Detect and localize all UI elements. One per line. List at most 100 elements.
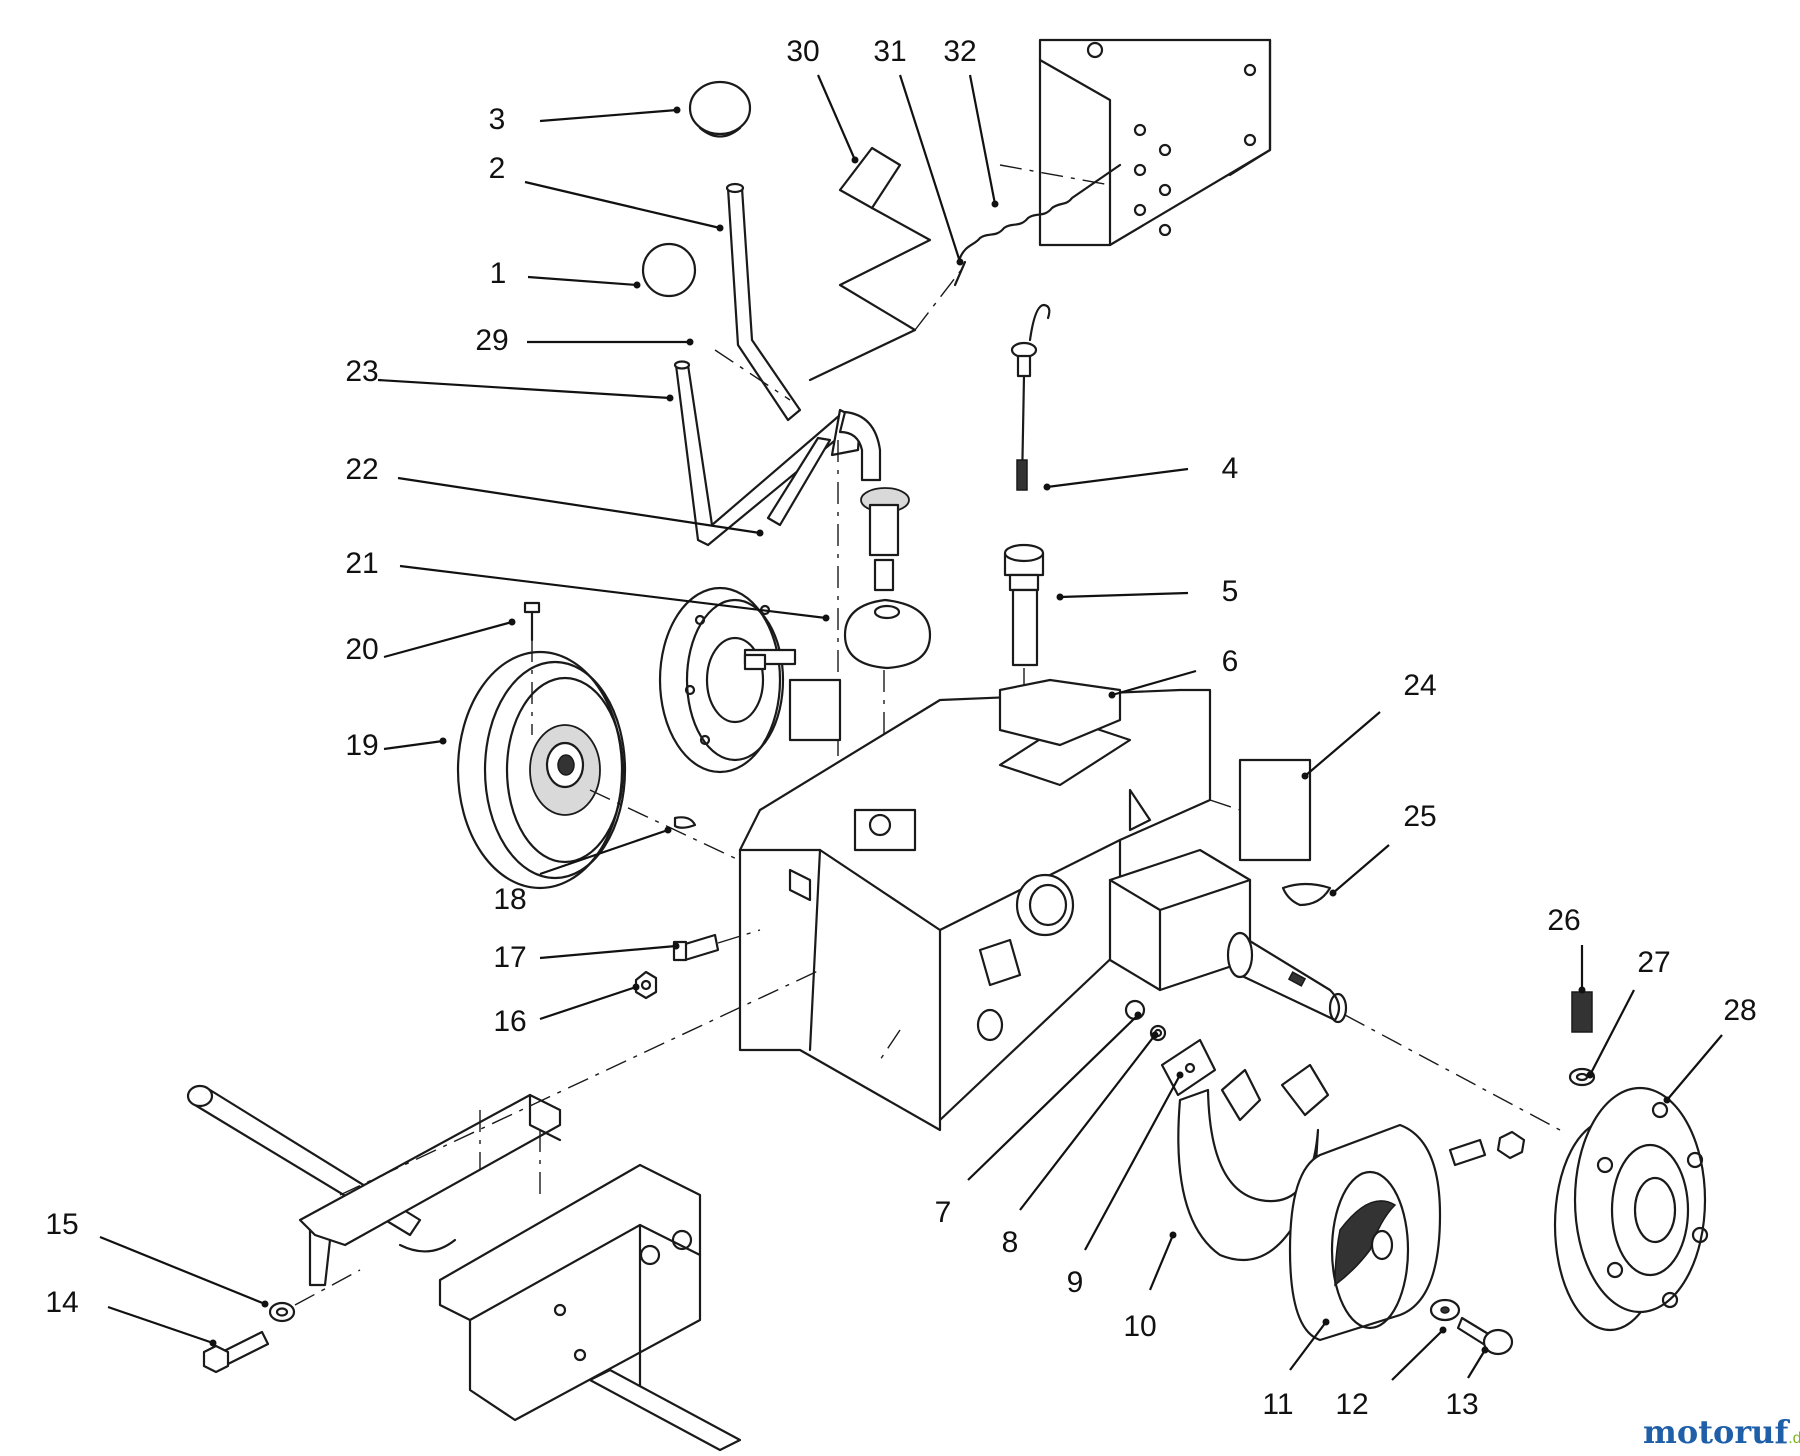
gasket: [1209, 758, 1312, 862]
watermark-brand: motoruf: [1643, 1413, 1790, 1451]
leader-dot-28: [1663, 1096, 1671, 1104]
callout-number-19: 19: [345, 729, 378, 762]
leader-dot-8: [1151, 1031, 1159, 1039]
bolt-13: [1456, 1316, 1514, 1356]
bolt-14: [202, 1330, 270, 1374]
leader-line-7: [967, 1014, 1139, 1181]
leader-dot-1: [633, 281, 641, 289]
leader-line-13: [1467, 1349, 1486, 1379]
leader-line-28: [1666, 1034, 1723, 1101]
watermark-logo: motoruf.de: [1643, 1413, 1800, 1451]
callout-number-13: 13: [1445, 1388, 1478, 1421]
callout-number-17: 17: [493, 941, 526, 974]
leader-dot-31: [956, 258, 964, 266]
leader-line-25: [1332, 844, 1390, 894]
leader-line-32: [968, 74, 997, 205]
shift-tube: [1003, 543, 1045, 700]
svg-text:motoruf.de: motoruf.de: [1643, 1413, 1800, 1451]
leader-line-23: [377, 378, 671, 400]
leader-line-8: [1019, 1034, 1156, 1211]
washer-12: [1429, 1298, 1461, 1322]
callout-number-11: 11: [1262, 1388, 1293, 1421]
leader-line-18: [539, 828, 669, 876]
leader-dot-9: [1176, 1071, 1184, 1079]
callout-number-28: 28: [1723, 994, 1756, 1027]
callout-number-24: 24: [1403, 669, 1436, 702]
callout-number-5: 5: [1222, 575, 1239, 608]
shift-bracket: [808, 146, 966, 382]
leader-dot-7: [1134, 1011, 1142, 1019]
woodruff-key: [1281, 882, 1332, 907]
shift-knob-top: [688, 80, 752, 138]
leader-dot-21: [822, 614, 830, 622]
output-shaft: [1226, 931, 1561, 1131]
leader-line-31: [898, 74, 962, 263]
brake-band: [1177, 1063, 1330, 1261]
leader-line-3: [539, 108, 678, 123]
axle-frame: [186, 969, 821, 1452]
leader-dot-32: [991, 200, 999, 208]
leader-line-10: [1148, 1234, 1175, 1291]
ball-knob: [641, 242, 697, 298]
leader-line-12: [1391, 1329, 1444, 1381]
callout-number-32: 32: [943, 35, 976, 68]
washer-15: [268, 1269, 361, 1323]
callout-number-1: 1: [490, 257, 507, 290]
leader-dot-6: [1108, 691, 1116, 699]
leader-line-22: [397, 476, 761, 535]
callout-number-10: 10: [1123, 1310, 1156, 1343]
leader-line-30: [816, 74, 857, 161]
leader-dot-18: [664, 826, 672, 834]
callout-number-21: 21: [345, 547, 378, 580]
leader-dot-4: [1043, 483, 1051, 491]
leader-dot-15: [261, 1300, 269, 1308]
shaft-key: [589, 789, 761, 871]
leader-dot-11: [1322, 1318, 1330, 1326]
leader-dot-26: [1578, 986, 1586, 994]
leader-dot-23: [666, 394, 674, 402]
leader-line-5: [1059, 591, 1189, 599]
leader-dot-12: [1439, 1326, 1447, 1334]
callout-number-20: 20: [345, 633, 378, 666]
callout-number-31: 31: [873, 35, 906, 68]
callout-number-15: 15: [45, 1208, 78, 1241]
spring-26: [1571, 991, 1593, 1033]
leader-line-21: [399, 564, 827, 620]
shift-lever: [725, 182, 802, 422]
leader-dot-17: [672, 942, 680, 950]
leader-dot-10: [1169, 1231, 1177, 1239]
leader-dot-5: [1056, 593, 1064, 601]
shift-shaft: [837, 410, 932, 830]
callout-number-12: 12: [1335, 1388, 1368, 1421]
leader-line-9: [1084, 1074, 1181, 1251]
leader-dot-27: [1586, 1071, 1594, 1079]
callout-number-23: 23: [345, 355, 378, 388]
leader-line-4: [1046, 467, 1189, 489]
callout-number-30: 30: [786, 35, 819, 68]
leader-line-24: [1304, 711, 1381, 777]
callout-number-14: 14: [45, 1286, 78, 1319]
hub-stud: [1448, 1130, 1526, 1167]
leader-line-6: [1111, 669, 1197, 697]
callout-number-4: 4: [1222, 452, 1239, 485]
drive-flange: [658, 586, 842, 774]
shift-rod: [1010, 303, 1051, 491]
hex-nut-16: [634, 970, 658, 1000]
leader-dot-16: [632, 983, 640, 991]
brake-bracket-9: [1160, 1038, 1217, 1097]
leader-dot-29: [686, 338, 694, 346]
callout-number-18: 18: [493, 883, 526, 916]
leader-dot-19: [439, 737, 447, 745]
leader-line-1: [527, 275, 638, 287]
leader-line-11: [1289, 1321, 1327, 1371]
callout-number-9: 9: [1067, 1266, 1084, 1299]
wheel-hub: [1553, 1086, 1709, 1332]
leader-line-16: [539, 985, 637, 1021]
brake-drum: [1288, 1123, 1442, 1342]
leader-line-15: [99, 1235, 266, 1306]
leader-line-14: [107, 1305, 214, 1345]
callout-number-16: 16: [493, 1005, 526, 1038]
leader-dot-22: [756, 529, 764, 537]
